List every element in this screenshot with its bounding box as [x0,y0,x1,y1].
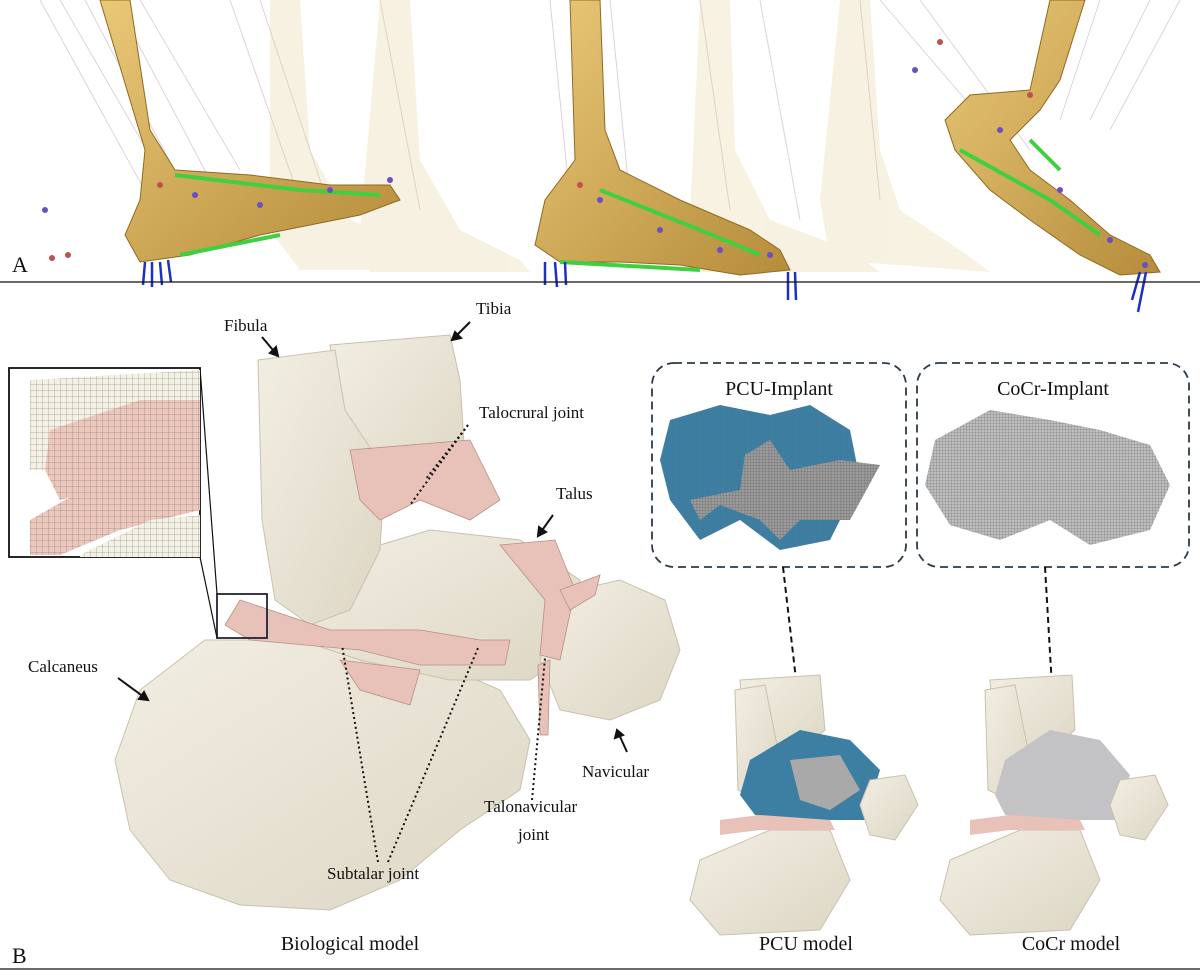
foot-2 [534,0,798,301]
cocr-implant-title: CoCr-Implant [997,378,1109,400]
label-talocrural: Talocrural joint [479,403,584,422]
zoom-connector-top [199,367,218,595]
biological-model: Tibia Fibula Talocrural joint Talus Calc… [8,299,681,911]
marker-dots [42,39,1148,268]
label-talonavicular-2: joint [517,825,549,844]
mesh-inset [8,367,201,558]
cocr-model-caption: CoCr model [1022,933,1121,955]
dotted-pointers [341,424,546,863]
panel-a-letter: A [12,252,28,277]
cartilage-layers [224,439,601,736]
muscle-lines [39,0,1181,221]
pcu-model: PCU model [689,674,919,955]
label-talonavicular-1: Talonavicular [484,797,578,816]
zoom-connector-bottom [199,556,218,639]
zoom-region [216,593,268,639]
panel-b: Tibia Fibula Talocrural joint Talus Calc… [0,299,1200,970]
pcu-implant-model [660,405,880,550]
cocr-implant-box: CoCr-Implant [916,362,1190,568]
biological-model-caption: Biological model [281,933,420,955]
pcu-model-caption: PCU model [759,933,853,955]
label-tibia: Tibia [476,299,512,318]
label-fibula: Fibula [224,316,268,335]
cocr-implant-model [925,410,1170,545]
label-subtalar: Subtalar joint [327,864,419,883]
foot-1 [99,0,401,287]
pcu-implant-box: PCU-Implant [651,362,907,568]
label-navicular: Navicular [582,762,649,781]
label-talus: Talus [556,484,593,503]
cocr-model: CoCr model [939,674,1169,955]
panel-a: A [0,0,1200,313]
foot-3 [944,0,1161,313]
fibula-bone [257,349,386,626]
pcu-implant-title: PCU-Implant [725,378,833,400]
panel-b-letter: B [12,943,27,968]
annotation-arrows [117,321,628,753]
label-calcaneus: Calcaneus [28,657,98,676]
